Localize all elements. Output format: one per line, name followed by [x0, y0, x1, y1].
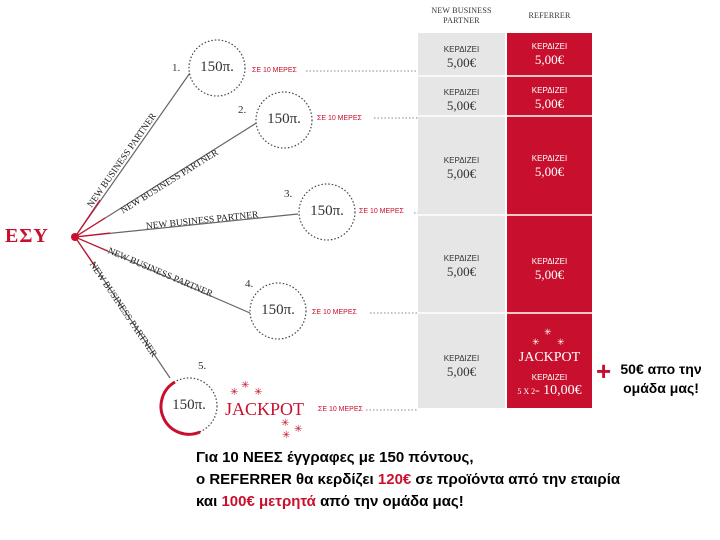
- branch-accent-3: [74, 232, 111, 238]
- referrer-cell-amount: 5,00€: [534, 96, 565, 111]
- branch-accent-5: [74, 236, 96, 267]
- referrer-cell-1: ΚΕΡΔΙΖΕΙ 5,00€: [507, 40, 592, 66]
- partner-cell-5: ΚΕΡΔΙΖΕΙ 5,00€: [418, 352, 505, 378]
- referrer-cell-amount: 5 Χ 2= 10,00€: [507, 384, 592, 398]
- partner-column-header: NEW BUSINESS PARTNER: [431, 6, 492, 25]
- circle-value-2: 150π.: [267, 111, 301, 127]
- summary-line-2-c: σε προϊόντα από την εταιρία: [411, 471, 621, 488]
- days-label-5: ΣΕ 10 ΜΕΡΕΣ: [318, 406, 363, 413]
- referrer-cell-label: ΚΕΡΔΙΖΕΙ: [531, 373, 568, 382]
- partner-cell-label: ΚΕΡΔΙΖΕΙ: [443, 354, 480, 363]
- partner-cell-1: ΚΕΡΔΙΖΕΙ 5,00€: [418, 43, 505, 69]
- branch-accent-2: [74, 217, 106, 238]
- referrer-column: [507, 33, 592, 408]
- branch-number-1: 1.: [172, 62, 181, 74]
- sparkle-icon: ✳: [557, 337, 565, 347]
- referrer-total: 10,00€: [543, 383, 582, 398]
- referrer-cell-label: ΚΕΡΔΙΖΕΙ: [531, 42, 568, 51]
- partner-cell-label: ΚΕΡΔΙΖΕΙ: [443, 156, 480, 165]
- days-label-3: ΣΕ 10 ΜΕΡΕΣ: [359, 208, 404, 215]
- partner-cell-amount: 5,00€: [446, 166, 477, 181]
- branch-line-3: [74, 213, 299, 238]
- branch-accent-1: [74, 199, 101, 238]
- partner-cell-label: ΚΕΡΔΙΖΕΙ: [443, 88, 480, 97]
- circle-2: [255, 91, 313, 149]
- sparkle-icon: ✳: [294, 424, 303, 435]
- sparkle-icon: ✳: [241, 380, 250, 391]
- sparkle-icon: ✳: [544, 327, 552, 337]
- circle-value-1: 150π.: [200, 59, 234, 75]
- branch-number-2: 2.: [238, 104, 247, 116]
- branch-accent-4: [74, 236, 109, 252]
- referrer-multiplier: 5 Χ 2=: [517, 387, 540, 396]
- summary-line-1: Για 10 ΝΕΕΣ έγγραφες με 150 πόντους,: [196, 449, 474, 466]
- bonus-line-1: 50€ απο την: [620, 361, 702, 377]
- summary-line-3-c: από την ομάδα μας!: [315, 493, 464, 510]
- summary-line-2-a: ο REFERRER θα κερδίζει: [196, 471, 378, 488]
- bonus-text: 50€ απο την ομάδα μας!: [606, 360, 716, 398]
- root-label: ΕΣΥ: [5, 225, 49, 247]
- partner-cell-amount: 5,00€: [446, 264, 477, 279]
- partner-cell-4: ΚΕΡΔΙΖΕΙ 5,00€: [418, 252, 505, 278]
- referrer-cell-label: ΚΕΡΔΙΖΕΙ: [531, 257, 568, 266]
- days-label-1: ΣΕ 10 ΜΕΡΕΣ: [252, 67, 297, 74]
- referrer-cell-label: ΚΕΡΔΙΖΕΙ: [531, 86, 568, 95]
- branch-number-4: 4.: [245, 278, 254, 290]
- partner-cell-3: ΚΕΡΔΙΖΕΙ 5,00€: [418, 154, 505, 180]
- referrer-jackpot-title: JACKPOT: [518, 350, 581, 365]
- sparkle-icon: ✳: [254, 387, 263, 398]
- partner-cell-2: ΚΕΡΔΙΖΕΙ 5,00€: [418, 86, 505, 112]
- summary-amount-cash: 100€ μετρητά: [221, 493, 316, 510]
- sparkle-icon: ✳: [281, 418, 290, 429]
- referrer-cell-4: ΚΕΡΔΙΖΕΙ 5,00€: [507, 255, 592, 281]
- referrer-cell-label: ΚΕΡΔΙΖΕΙ: [531, 154, 568, 163]
- summary-text: Για 10 ΝΕΕΣ έγγραφες με 150 πόντους, ο R…: [196, 447, 620, 513]
- circle-value-4: 150π.: [261, 302, 295, 318]
- branch-number-3: 3.: [284, 188, 293, 200]
- summary-line-2: ο REFERRER θα κερδίζει 120€ σε προϊόντα …: [196, 469, 620, 491]
- referrer-cell-amount: 5,00€: [534, 52, 565, 67]
- partner-cell-label: ΚΕΡΔΙΖΕΙ: [443, 45, 480, 54]
- plus-icon: +: [596, 356, 612, 386]
- circle-value-3: 150π.: [310, 203, 344, 219]
- circle-1: [188, 39, 246, 97]
- referrer-cell-amount: 5,00€: [534, 267, 565, 282]
- branch-number-5: 5.: [198, 360, 207, 372]
- partner-cell-amount: 5,00€: [446, 55, 477, 70]
- referrer-column-header: REFERRER: [528, 11, 571, 20]
- partner-column: [418, 33, 505, 408]
- sparkle-icon: ✳: [282, 430, 291, 441]
- days-label-2: ΣΕ 10 ΜΕΡΕΣ: [317, 115, 362, 122]
- sparkle-icon: ✳: [532, 337, 540, 347]
- partner-cell-amount: 5,00€: [446, 364, 477, 379]
- sparkle-icon: ✳: [230, 387, 239, 398]
- circle-5-accent: [159, 380, 201, 436]
- referrer-cell-2: ΚΕΡΔΙΖΕΙ 5,00€: [507, 84, 592, 110]
- jackpot-label: JACKPOT: [225, 399, 305, 419]
- circle-3: [298, 183, 356, 241]
- referrer-cell-5: ΚΕΡΔΙΖΕΙ 5 Χ 2= 10,00€: [507, 371, 592, 398]
- partner-cell-label: ΚΕΡΔΙΖΕΙ: [443, 254, 480, 263]
- days-label-4: ΣΕ 10 ΜΕΡΕΣ: [312, 309, 357, 316]
- referrer-cell-amount: 5,00€: [534, 164, 565, 179]
- summary-line-3: και 100€ μετρητά από την ομάδα μας!: [196, 491, 620, 513]
- partner-cell-amount: 5,00€: [446, 98, 477, 113]
- bonus-line-2: ομάδα μας!: [623, 380, 699, 396]
- root-dot: [71, 233, 79, 241]
- branch-line-2: [74, 121, 259, 238]
- circle-value-5: 150π.: [172, 397, 206, 413]
- summary-line-3-a: και: [196, 493, 222, 510]
- circle-4: [249, 282, 307, 340]
- referrer-cell-3: ΚΕΡΔΙΖΕΙ 5,00€: [507, 152, 592, 178]
- summary-amount-products: 120€: [377, 471, 412, 488]
